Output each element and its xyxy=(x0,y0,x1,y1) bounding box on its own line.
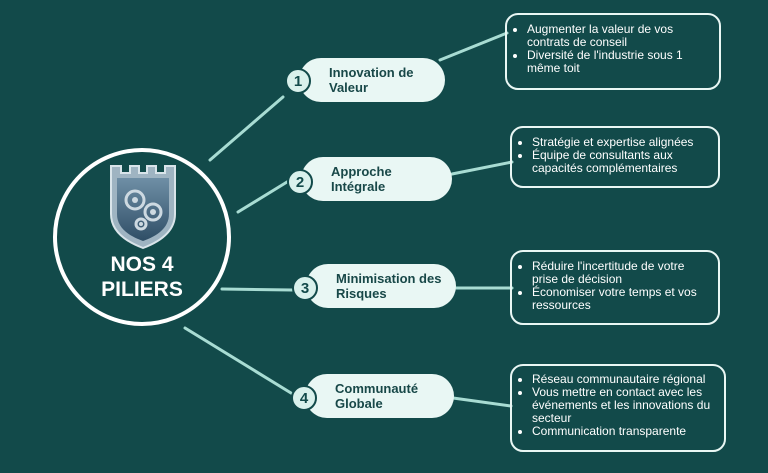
pillar-3-details-box: Réduire l'incertitude de votre prise de … xyxy=(510,250,720,325)
hub-title: NOS 4 PILIERS xyxy=(57,252,227,302)
pillar-1-pill: Innovation de Valeur xyxy=(299,58,445,102)
pillar-3-item-2: Économiser votre temps et vos ressources xyxy=(532,286,710,312)
connector-hub-3 xyxy=(220,287,294,292)
connector-hub-1 xyxy=(208,95,285,162)
pillar-4-item-2: Vous mettre en contact avec les événemen… xyxy=(532,386,716,425)
pillar-2-item-2: Équipe de consultants aux capacités comp… xyxy=(532,149,710,175)
pillar-4-item-3: Communication transparente xyxy=(532,425,716,438)
connector-hub-4 xyxy=(183,326,293,395)
pillar-1-item-2: Diversité de l'industrie sous 1 même toi… xyxy=(527,49,711,75)
connector-hub-2 xyxy=(236,180,289,214)
pillar-4-label: Communauté Globale xyxy=(335,381,419,411)
pillar-2-number-badge: 2 xyxy=(287,169,313,195)
hub-circle: NOS 4 PILIERS xyxy=(53,148,231,326)
castle-gears-emblem-icon xyxy=(110,165,176,250)
pillar-2-details-box: Stratégie et expertise alignées Équipe d… xyxy=(510,126,720,188)
pillar-2-label: Approche Intégrale xyxy=(331,164,392,194)
pillar-1-item-1: Augmenter la valeur de vos contrats de c… xyxy=(527,23,711,49)
pillar-4-item-1: Réseau communautaire régional xyxy=(532,373,716,386)
pillar-1-details-box: Augmenter la valeur de vos contrats de c… xyxy=(505,13,721,90)
pillar-4-details-box: Réseau communautaire régional Vous mettr… xyxy=(510,364,726,452)
connector-box-1 xyxy=(438,31,509,62)
pillar-4-number-badge: 4 xyxy=(291,385,317,411)
pillar-3-label: Minimisation des Risques xyxy=(336,271,442,301)
hub-title-line-1: NOS 4 xyxy=(110,253,174,276)
pillar-2-item-1: Stratégie et expertise alignées xyxy=(532,136,710,149)
pillar-1-label: Innovation de Valeur xyxy=(329,65,414,95)
pillar-3-pill: Minimisation des Risques xyxy=(306,264,456,308)
pillar-2-pill: Approche Intégrale xyxy=(301,157,452,201)
connector-box-4 xyxy=(451,396,513,408)
hub-title-line-2: PILIERS xyxy=(101,278,183,301)
pillar-3-number-badge: 3 xyxy=(292,275,318,301)
pillar-3-item-1: Réduire l'incertitude de votre prise de … xyxy=(532,260,710,286)
pillar-1-number-badge: 1 xyxy=(285,68,311,94)
connector-box-2 xyxy=(450,160,514,176)
pillar-4-pill: Communauté Globale xyxy=(305,374,454,418)
